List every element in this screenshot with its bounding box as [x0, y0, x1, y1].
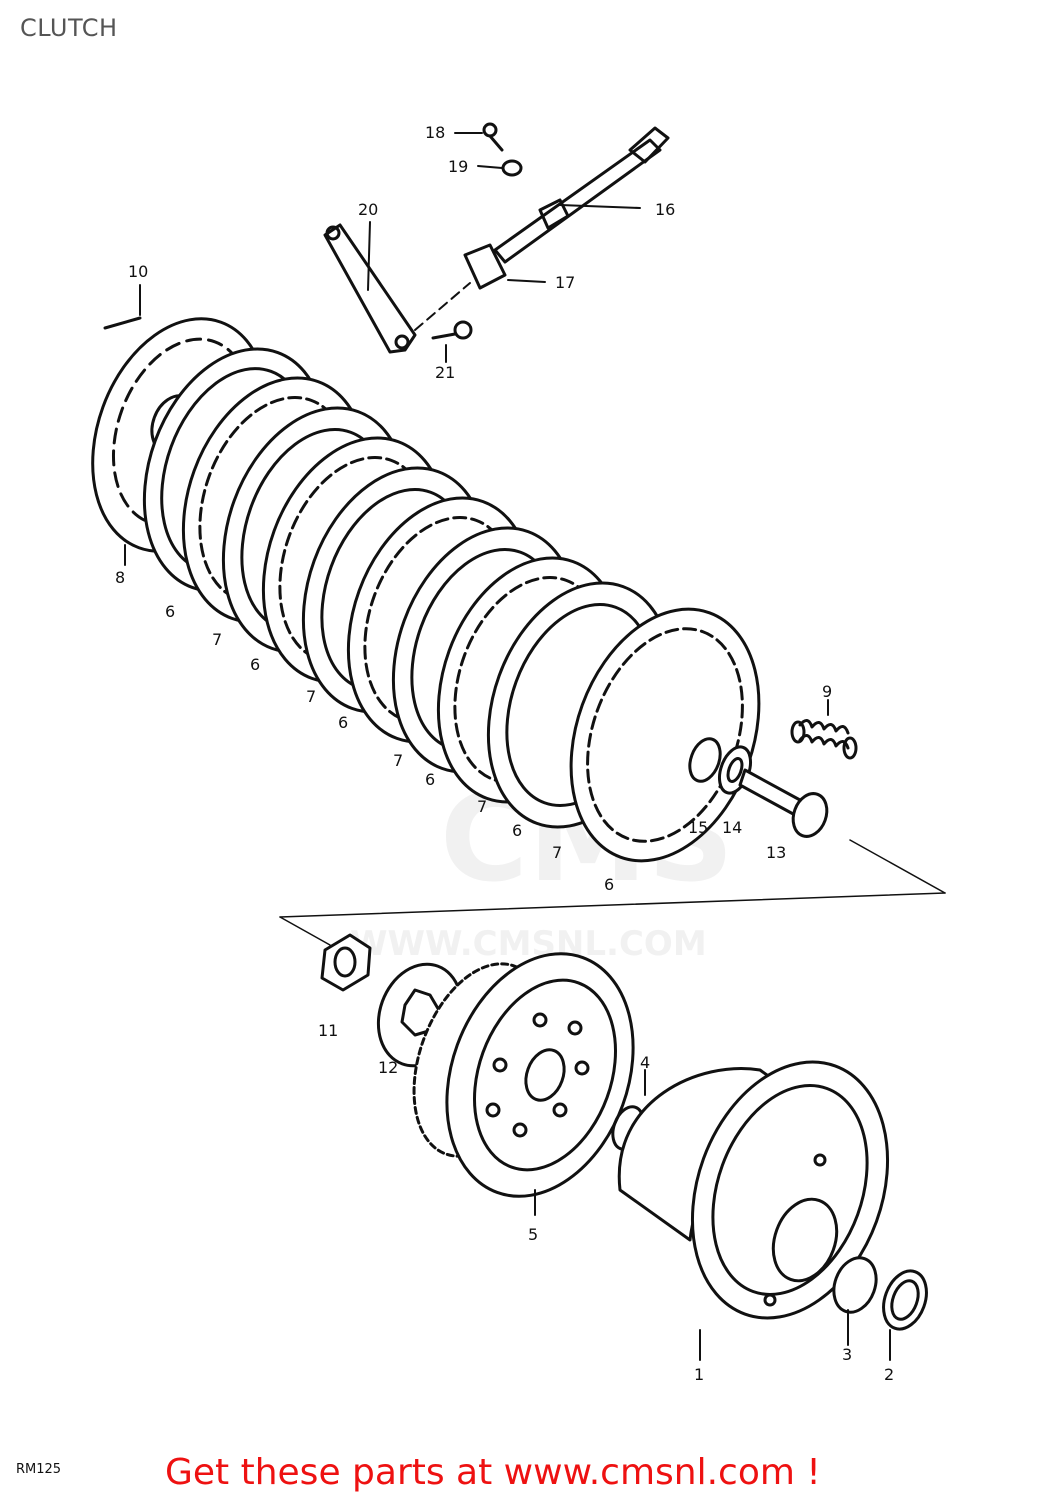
screw: [454, 122, 504, 152]
parts-link[interactable]: Get these parts at www.cmsnl.com !: [165, 1452, 821, 1493]
callout-3: 3: [842, 1345, 852, 1364]
callout-10: 10: [128, 262, 148, 281]
callout-7-c: 7: [393, 751, 403, 770]
push-rod: [738, 768, 829, 838]
callout-14: 14: [722, 818, 742, 837]
callout-6-d: 6: [425, 770, 435, 789]
callout-1: 1: [694, 1365, 704, 1384]
callout-7-b: 7: [306, 687, 316, 706]
bolt: [431, 320, 473, 363]
callout-7-a: 7: [212, 630, 222, 649]
callout-6-e: 6: [512, 821, 522, 840]
callout-8: 8: [115, 568, 125, 587]
callout-7-e: 7: [552, 843, 562, 862]
diagram-reference: RM125: [16, 1462, 62, 1477]
callout-6-a: 6: [165, 602, 175, 621]
clutch-spring: [790, 699, 858, 760]
callout-2: 2: [884, 1365, 894, 1384]
callout-4: 4: [640, 1053, 650, 1072]
callout-7-d: 7: [477, 797, 487, 816]
clutch-plate-stack: [142, 347, 761, 863]
page-title: CLUTCH: [20, 14, 118, 42]
release-shaft: [493, 126, 670, 264]
callout-5: 5: [528, 1225, 538, 1244]
watermark-site: WWW.CMSNL.COM: [350, 924, 707, 964]
collar: [463, 243, 546, 290]
callout-16: 16: [655, 200, 675, 219]
callout-20: 20: [358, 200, 378, 219]
callout-9: 9: [822, 682, 832, 701]
callout-17: 17: [555, 273, 575, 292]
callout-11: 11: [318, 1021, 338, 1040]
callout-6-f: 6: [604, 875, 614, 894]
callout-13: 13: [766, 843, 786, 862]
clutch-sleeve-hub: [412, 952, 635, 1198]
callout-6-b: 6: [250, 655, 260, 674]
needle-bearing: [832, 1256, 878, 1346]
pin: [103, 284, 142, 330]
clutch-housing: [617, 1060, 890, 1320]
release-lever: [323, 221, 471, 354]
callout-19: 19: [448, 157, 468, 176]
clutch-nut: [320, 933, 372, 992]
callout-labels: 18 19 16 20 17 10 21 9 8 6 7 6 7 6 7 6 7…: [115, 123, 894, 1384]
nut-washer: [477, 159, 523, 177]
thrust-washer: [688, 737, 722, 783]
callout-15: 15: [688, 818, 708, 837]
spacer: [882, 1269, 928, 1361]
callout-12: 12: [378, 1058, 398, 1077]
callout-6-c: 6: [338, 713, 348, 732]
callout-18: 18: [425, 123, 445, 142]
callout-21: 21: [435, 363, 455, 382]
